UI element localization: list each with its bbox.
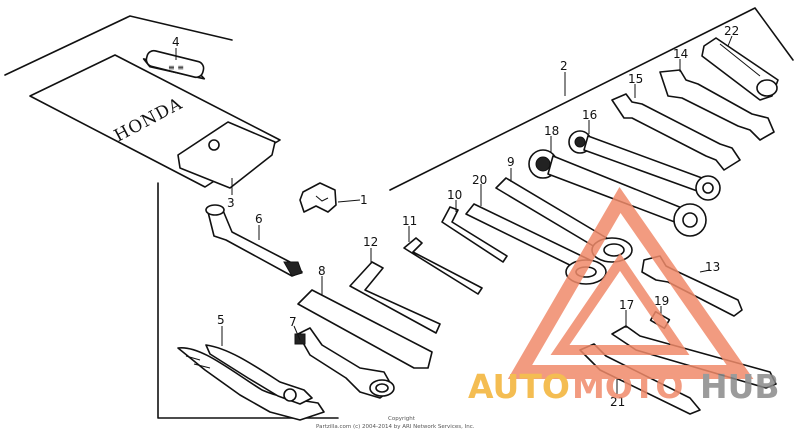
open-wrench-14	[659, 69, 775, 141]
callout-4: 4	[172, 35, 180, 49]
tool-bag: HONDA	[29, 54, 281, 189]
callout-20: 20	[472, 173, 487, 187]
screwdriver-handle	[297, 289, 433, 369]
leader-lines	[175, 35, 733, 394]
callout-18: 18	[544, 124, 559, 138]
watermark-text-part-1: AUTO	[468, 367, 570, 406]
watermark-text-part-3: HUB	[700, 367, 780, 406]
tire-lever-20	[465, 203, 591, 273]
watermark-triangle-inner	[550, 253, 690, 355]
callout-8: 8	[318, 264, 326, 278]
watermark-triangle	[507, 186, 754, 379]
callout-5: 5	[217, 313, 225, 327]
hex-wrench-12	[349, 261, 441, 334]
watermark-text-part-2: MOTO	[572, 367, 683, 406]
callout-13: 13	[705, 260, 720, 274]
label-strip: ≡ ≡	[142, 49, 206, 80]
callout-numbers: 1 2 3 4 5 6 7 8 9 10 11 12 13 14 15 16 1…	[172, 24, 739, 409]
frame-lines	[4, 7, 794, 419]
callout-15: 15	[628, 72, 643, 86]
callout-12: 12	[363, 235, 378, 249]
pliers	[177, 344, 325, 421]
box-wrench-18	[528, 149, 707, 237]
box-wrench-16	[568, 130, 721, 201]
callout-9: 9	[507, 155, 515, 169]
svg-text:≡ ≡: ≡ ≡	[168, 63, 184, 72]
plug-wrench	[205, 204, 303, 277]
callout-1: 1	[360, 193, 368, 207]
socket-22	[701, 37, 779, 101]
hex-wrench-11	[403, 237, 483, 295]
callout-14: 14	[673, 47, 688, 61]
watermark-logo: AUTO MOTO HUB	[468, 186, 780, 406]
callout-16: 16	[582, 108, 597, 122]
callout-2: 2	[560, 59, 568, 73]
copyright-notice: Copyright Partzilla.com (c) 2004-2014 by…	[316, 416, 475, 430]
callout-3: 3	[227, 196, 235, 210]
callout-21: 21	[610, 395, 625, 409]
open-wrench-15	[611, 93, 741, 171]
callout-22: 22	[724, 24, 739, 38]
clip-part	[299, 182, 337, 213]
callout-6: 6	[255, 212, 263, 226]
hex-wrench-10	[441, 206, 508, 263]
copyright-line-1: Copyright	[388, 416, 416, 422]
callout-17: 17	[619, 298, 634, 312]
callout-11: 11	[402, 214, 417, 228]
callout-19: 19	[654, 294, 669, 308]
callout-7: 7	[289, 315, 297, 329]
callout-10: 10	[447, 188, 462, 202]
copyright-line-2: Partzilla.com (c) 2004-2014 by ARI Netwo…	[316, 424, 475, 430]
